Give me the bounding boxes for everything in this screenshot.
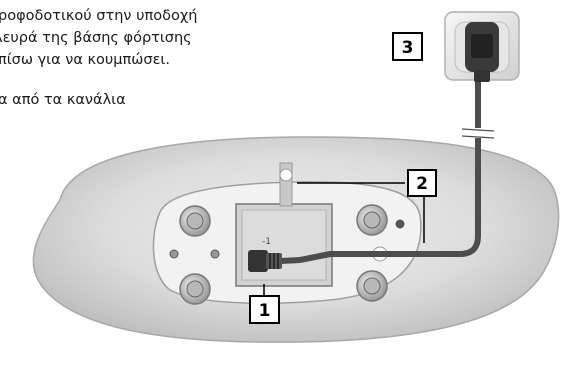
screw-hole xyxy=(210,249,220,259)
instruction-line-1: ροφοδοτικού στην υποδοχή xyxy=(0,8,198,24)
cable xyxy=(259,55,481,265)
callout-2: 2 xyxy=(407,169,437,197)
callout-3-label: 3 xyxy=(402,38,414,58)
instruction-line-2: λευρά της βάσης φόρτισης xyxy=(0,30,192,46)
callout-2-label: 2 xyxy=(416,174,428,194)
rubber-feet xyxy=(179,204,388,305)
callout-1: 1 xyxy=(249,295,280,324)
callout-1-label: 1 xyxy=(259,301,271,321)
callout-3: 3 xyxy=(392,32,423,61)
instruction-line-4: α από τα κανάλια xyxy=(0,92,126,108)
screw-hole xyxy=(169,249,179,259)
screw-hole xyxy=(395,219,405,229)
instruction-line-3: πίσω για να κουμπώσει. xyxy=(0,52,170,68)
svg-text:-1: -1 xyxy=(262,237,271,247)
cable-break-mark xyxy=(460,128,496,139)
connector-plug: -1 xyxy=(248,237,282,272)
power-adapter xyxy=(444,11,520,82)
